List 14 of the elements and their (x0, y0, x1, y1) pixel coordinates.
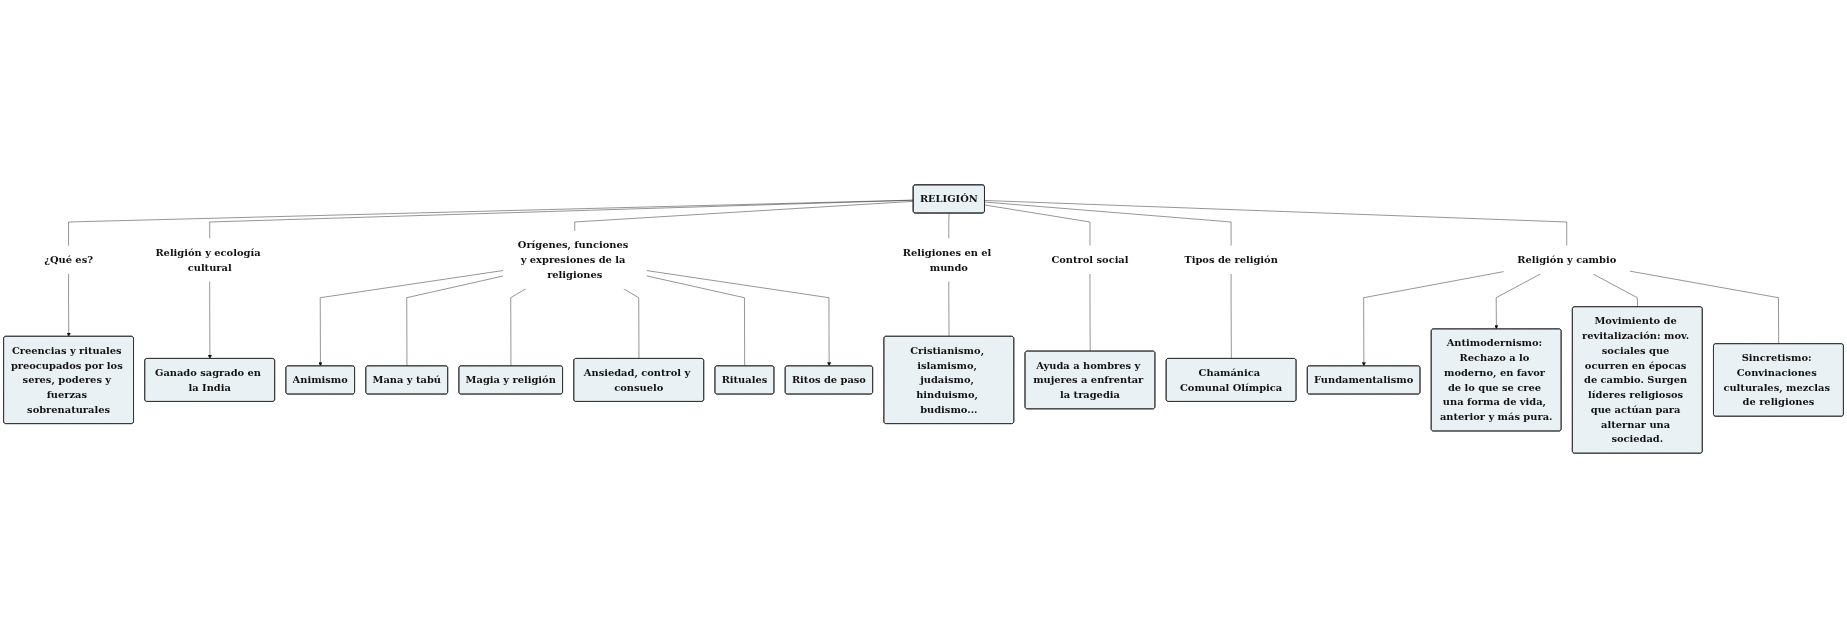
connector (68, 199, 914, 246)
node-text: Religión y cambio (1517, 253, 1617, 266)
node-text: Religión y ecología cultural (155, 246, 261, 273)
connector (984, 201, 1232, 246)
connector (209, 200, 914, 239)
node-text: Orígenes, funciones y expresiones de la religiones (517, 239, 629, 281)
connector (984, 204, 1091, 246)
connector (948, 213, 950, 239)
node-text: ¿Qué es? (44, 253, 93, 266)
node-text: Control social (1051, 253, 1129, 266)
connector (984, 200, 1567, 246)
node-text: Tipos de religión (1184, 253, 1278, 266)
connector (574, 201, 914, 232)
node-text: Religiones en el mundo (902, 246, 992, 273)
